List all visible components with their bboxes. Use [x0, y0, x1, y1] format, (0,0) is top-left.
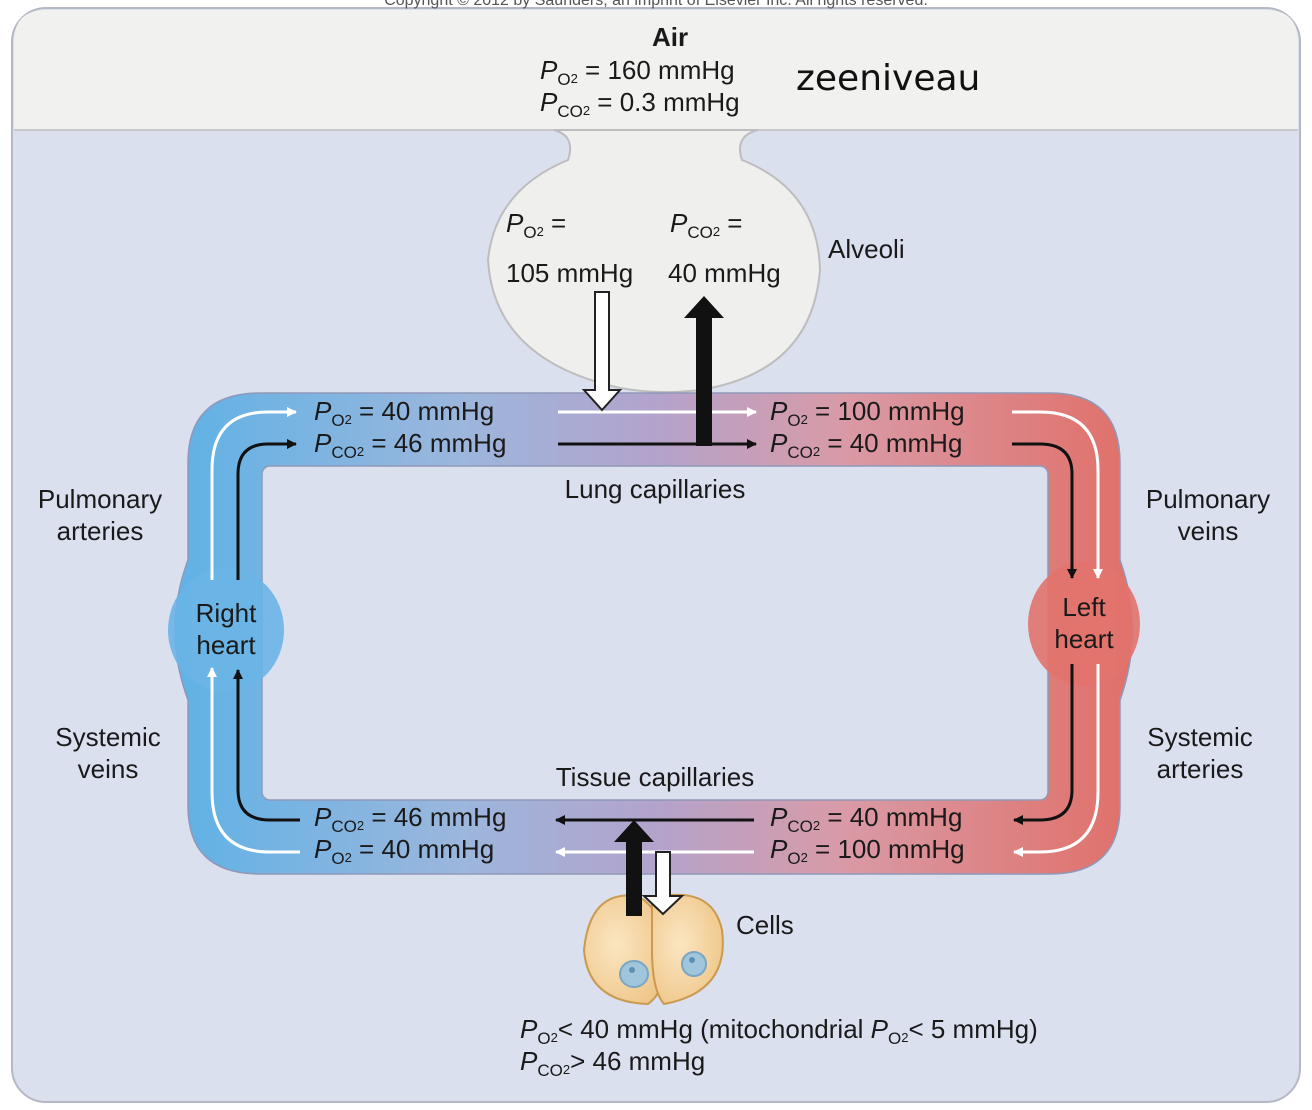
lung-venous-po2: PO2 = 40 mmHg: [314, 396, 495, 430]
right-heart-shape: [168, 568, 284, 692]
o2-into-blood-arrow: [581, 291, 623, 412]
alveoli-pco2-value: 40 mmHg: [668, 258, 781, 288]
air-band: [14, 10, 1298, 168]
cells-po2: PO2< 40 mmHg (mitochondrial PO2< 5 mmHg): [520, 1014, 1038, 1048]
pulmonary-arteries-label-2: arteries: [56, 516, 144, 546]
left-heart-label-2: heart: [1054, 624, 1114, 654]
air-pco2: PCO2 = 0.3 mmHg: [540, 87, 740, 121]
left-heart-label-1: Left: [1062, 592, 1106, 622]
left-heart-shape: [1028, 562, 1140, 686]
tissue-venous-pco2: PCO2 = 46 mmHg: [314, 802, 507, 836]
lung-venous-pco2: PCO2 = 46 mmHg: [314, 428, 507, 462]
pulmonary-arteries-label-1: Pulmonary: [37, 484, 163, 514]
cells-label: Cells: [736, 910, 794, 940]
tissue-arterial-pco2: PCO2 = 40 mmHg: [770, 802, 963, 836]
systemic-veins-label-1: Systemic: [55, 722, 161, 752]
tissue-venous-po2: PO2 = 40 mmHg: [314, 834, 495, 868]
systemic-arteries-label-1: Systemic: [1147, 722, 1253, 752]
co2-out-of-blood-arrow: [684, 296, 724, 446]
air-po2: PO2 = 160 mmHg: [540, 55, 735, 89]
lung-arterial-po2: PO2 = 100 mmHg: [770, 396, 965, 430]
watermark-text: zeeniveau: [796, 58, 981, 99]
tissue-arterial-po2: PO2 = 100 mmHg: [770, 834, 965, 868]
co2-into-blood-arrow: [614, 820, 654, 916]
cells-illustration: [582, 893, 724, 1006]
pulmonary-veins-label-2: veins: [1177, 516, 1239, 546]
circulation-tube: [174, 392, 1134, 875]
alveoli-po2-value: 105 mmHg: [506, 258, 634, 288]
o2-to-cells-arrow: [641, 851, 685, 916]
pulmonary-veins-label-1: Pulmonary: [1145, 484, 1271, 514]
right-heart-label-2: heart: [196, 630, 256, 660]
copyright-header: Copyright © 2012 by Saunders, an imprint…: [384, 0, 928, 9]
alveoli-label: Alveoli: [828, 234, 905, 264]
systemic-arteries-label-2: arteries: [1156, 754, 1244, 784]
alveolus-sac: [486, 129, 822, 394]
carbon-dioxide-flow-lines: [233, 439, 1077, 825]
cells-pco2: PCO2> 46 mmHg: [520, 1046, 706, 1080]
systemic-veins-label-2: veins: [77, 754, 139, 784]
right-heart-label-1: Right: [195, 598, 257, 628]
air-title: Air: [651, 22, 689, 52]
alveoli-po2-label: PO2 =: [506, 208, 567, 242]
tissue-capillaries-label: Tissue capillaries: [555, 762, 755, 792]
lung-capillaries-label: Lung capillaries: [564, 474, 746, 504]
lung-arterial-pco2: PCO2 = 40 mmHg: [770, 428, 963, 462]
alveoli-pco2-label: PCO2 =: [670, 208, 743, 242]
